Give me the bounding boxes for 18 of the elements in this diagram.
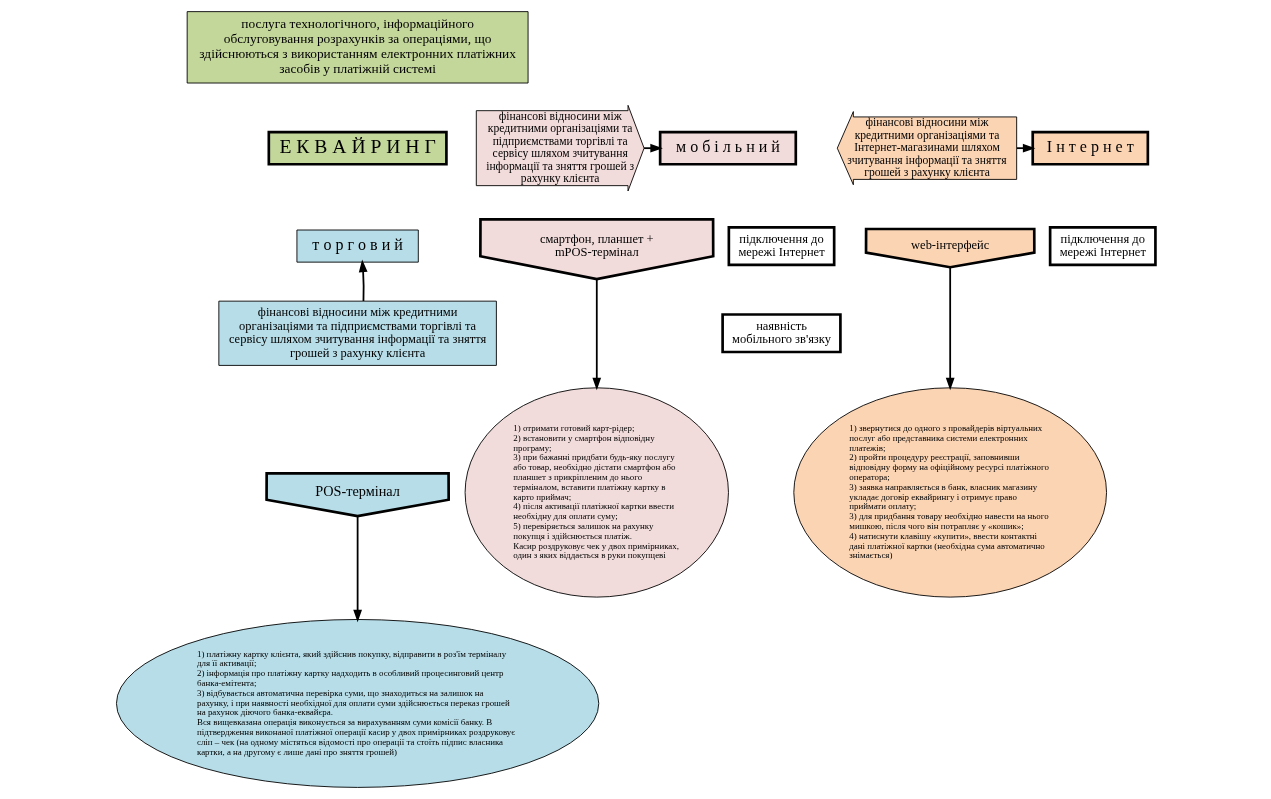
node-box: фінансові відносини між кредитними організаціями та підприємствами торгівлі та сервісу шляхом зчитування інформації та зняття грошей з рахунку клієнта (217, 300, 497, 366)
node-box: послуга технологічного, інформаційного обслуговування розрахунків за операціями, що здійснюються з використанням електронних платіжних засобів у платіжній системі (186, 11, 528, 84)
node-box: І н т е р н е т (1030, 130, 1149, 166)
arrow (591, 278, 601, 391)
node-box: наявність мобільного зв'язку (720, 313, 842, 354)
arrow (1015, 143, 1035, 153)
arrow (642, 143, 663, 153)
arrow (352, 515, 362, 623)
node-box: т о р г о в и й (296, 229, 419, 263)
node-box: Е К В А Й Р И Н Г (267, 130, 448, 166)
node-ellipse: 1) платіжну картку клієнта, який здійснив покупку, відправити в роз'їм терміналу для її активації; 2) інформація про платіжну картку надходить в особливий процесинговий центр банка-емітента; 3) відбувається автоматична перевірка суми, що знаходиться на залишок на рахунку, і при наявності необхідної для оплати суми здійснюється переказ грошей на рахунок діючого банка-еквайєра. Вся вищевказана операція виконується за вирахуванням суми комісії банку. В підтвердження виконаної платіжної операції касир у двох примірниках роздруковує сліп – чек (на одному містяться відомості про операції та стоїть підпис власника картки, а на другому є лише дані про зняття грошей) (115, 619, 599, 788)
node-box: підключення до мережі Інтернет (727, 226, 835, 267)
node-box: м о б і л ь н и й (658, 130, 797, 166)
arrow (945, 266, 955, 391)
node-box: підключення до мережі Інтернет (1048, 226, 1157, 267)
node-ellipse: 1) звернутися до одного з провайдерів віртуальних послуг або представника системи електронних платежів; 2) пройти процедуру реєстрації, заповнивши відповідну форму на офіційному ресурсі платіжного оператора; 3) заявка направляється в банк, власник магазину укладає договір еквайрингу і отримує право приймати оплату; 3) для придбання товару необхідно навести на нього мишкою, після чого він потрапляє у «кошик»; 4) натиснути клавішу «купити», ввести контактні дані платіжної картки (необхідна сума автоматично знімається) (792, 387, 1107, 598)
node-ellipse: 1) отримати готовий карт-рідер; 2) встановити у смартфон відповідну програму; 3) при бажанні придбати будь-яку послугу або товар, необхідно дістати смартфон або планшет з прикріпленим до нього терміналом, вставити платіжну картку в карто приймач; 4) після активації платіжної картки ввести необхідну для оплати суму; 5) перевіряється залишок на рахунку покупця і здійснюється платіж. Касир роздруковує чек у двох примірниках, один з яких віддається в руки покупцеві (464, 387, 729, 598)
arrow (358, 259, 368, 302)
